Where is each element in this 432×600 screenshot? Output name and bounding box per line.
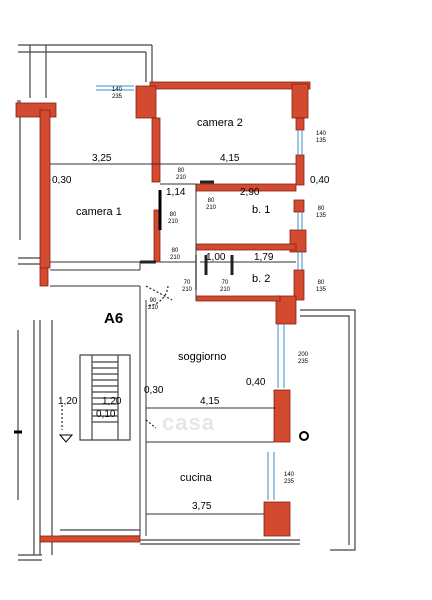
dimension-3-75: 3,75 [192, 501, 212, 512]
opening-height: 210 [170, 255, 181, 261]
room-label-cucina: cucina [180, 472, 212, 484]
opening-width: 80 [169, 212, 177, 218]
opening-width: 70 [183, 280, 191, 286]
outer-structure [17, 44, 356, 561]
watermark: casa [162, 410, 215, 435]
dimension-0-40-right: 0,40 [310, 175, 330, 186]
dimension-2-90: 2,90 [240, 187, 260, 198]
dimension-1-79: 1,79 [254, 252, 274, 263]
symbols [14, 405, 309, 443]
dimension-4-15-mid: 4,15 [200, 396, 220, 407]
dimension-0-30-mid: 0,30 [144, 385, 164, 396]
opening-width: 140 [284, 472, 295, 478]
unit-label: A6 [104, 310, 124, 327]
opening-height: 235 [298, 359, 309, 365]
room-label-camera-2: camera 2 [197, 117, 243, 129]
opening-width: 80 [171, 248, 179, 254]
opening-height: 135 [316, 213, 327, 219]
dimension-1-20-b: 1,20 [102, 396, 122, 407]
room-label-soggiorno: soggiorno [178, 351, 227, 363]
opening-width: 90 [149, 298, 157, 304]
dimension-3-25: 3,25 [92, 153, 112, 164]
dimension-1-00: 1,00 [206, 252, 226, 263]
room-label-bath-1: b. 1 [252, 204, 271, 216]
opening-height: 210 [220, 287, 231, 293]
opening-height: 210 [168, 219, 179, 225]
opening-height: 210 [148, 305, 159, 311]
opening-height: 235 [112, 94, 123, 100]
opening-width: 80 [177, 168, 185, 174]
dimension-0-30-left: 0,30 [52, 175, 72, 186]
room-label-camera-1: camera 1 [76, 206, 122, 218]
dimension-0-40-mid: 0,40 [246, 377, 266, 388]
opening-width: 80 [317, 206, 325, 212]
opening-height: 210 [176, 175, 187, 181]
room-label-bath-2: b. 2 [252, 273, 271, 285]
opening-height: 135 [316, 138, 327, 144]
opening-height: 135 [316, 287, 327, 293]
opening-height: 210 [206, 205, 217, 211]
opening-width: 80 [317, 280, 325, 286]
opening-width: 140 [316, 131, 327, 137]
walls [15, 81, 311, 543]
opening-width: 70 [221, 280, 229, 286]
dimension-1-14: 1,14 [166, 187, 186, 198]
opening-width: 140 [112, 87, 123, 93]
dimension-4-15-top: 4,15 [220, 153, 240, 164]
doors [140, 180, 234, 307]
opening-width: 200 [298, 352, 309, 358]
dimension-1-20-a: 1,20 [58, 396, 78, 407]
windows [96, 85, 303, 500]
opening-height: 235 [284, 479, 295, 485]
dimension-0-10: 0,10 [96, 409, 116, 420]
opening-width: 80 [207, 198, 215, 204]
opening-height: 210 [182, 287, 193, 293]
interior-lines [50, 163, 296, 536]
